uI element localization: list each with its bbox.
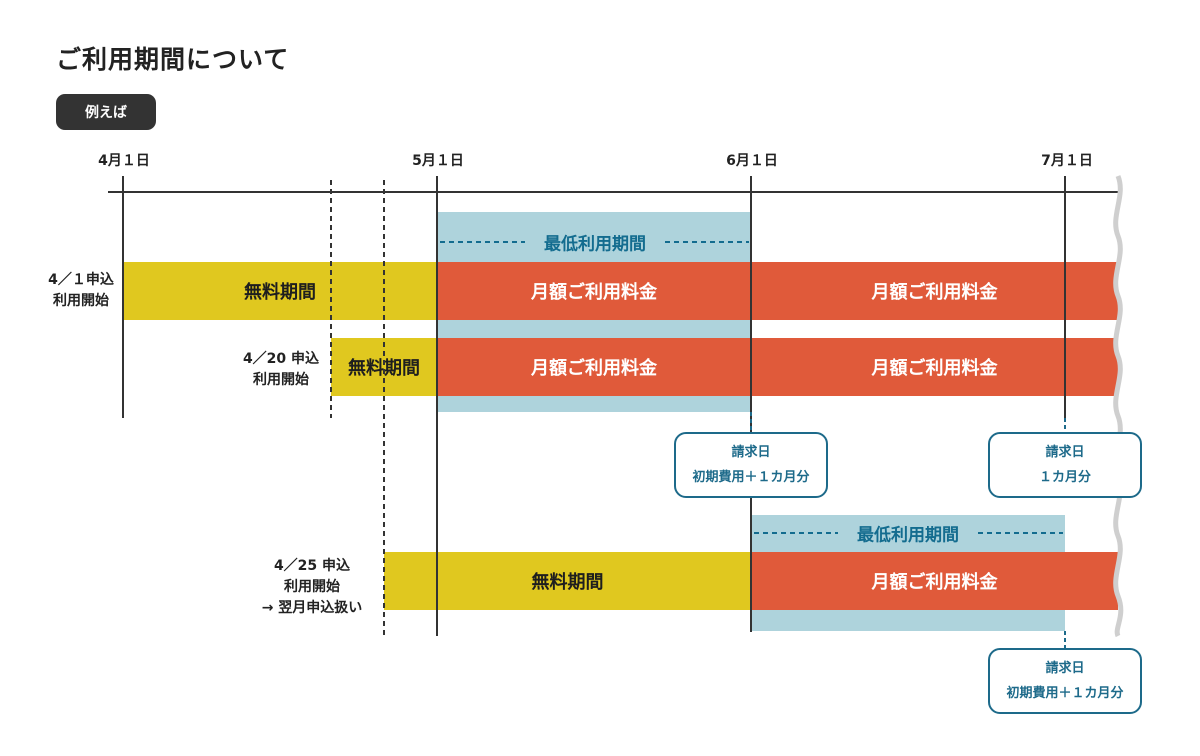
row2-label: 4／20 申込 利用開始 [242,351,320,388]
billing-date-box-1: 請求日 初期費用＋１カ月分 [674,432,828,498]
monthly-fee-bar-row1-may: 月額ご利用料金 [437,262,751,320]
date-jun-1: 6月１日 [726,153,778,169]
example-badge: 例えば [56,94,156,130]
billing-date-box-2: 請求日 １カ月分 [988,432,1142,498]
date-apr-1: 4月１日 [98,153,150,169]
free-period-bar-row3: 無料期間 [384,552,751,610]
monthly-fee-bar-row1-jun: 月額ご利用料金 [751,262,1118,320]
page-title: ご利用期間について [56,45,290,74]
date-may-1: 5月１日 [412,153,464,169]
monthly-fee-bar-row2-may: 月額ご利用料金 [437,338,751,396]
billing-date-box-3: 請求日 初期費用＋１カ月分 [988,648,1142,714]
monthly-fee-bar-row3-jun: 月額ご利用料金 [751,552,1118,610]
free-period-bar-row2: 無料期間 [331,338,437,396]
row1-label: 4／１申込 利用開始 [48,272,114,309]
minimum-period-label-2: 最低利用期間 [849,520,967,546]
row3-label: 4／25 申込 利用開始 → 翌月申込扱い [261,558,363,616]
timeline-cut-wave [1113,175,1124,638]
date-jul-1: 7月１日 [1041,153,1093,169]
monthly-fee-bar-row2-jun: 月額ご利用料金 [751,338,1118,396]
minimum-period-label-1: 最低利用期間 [536,229,654,255]
